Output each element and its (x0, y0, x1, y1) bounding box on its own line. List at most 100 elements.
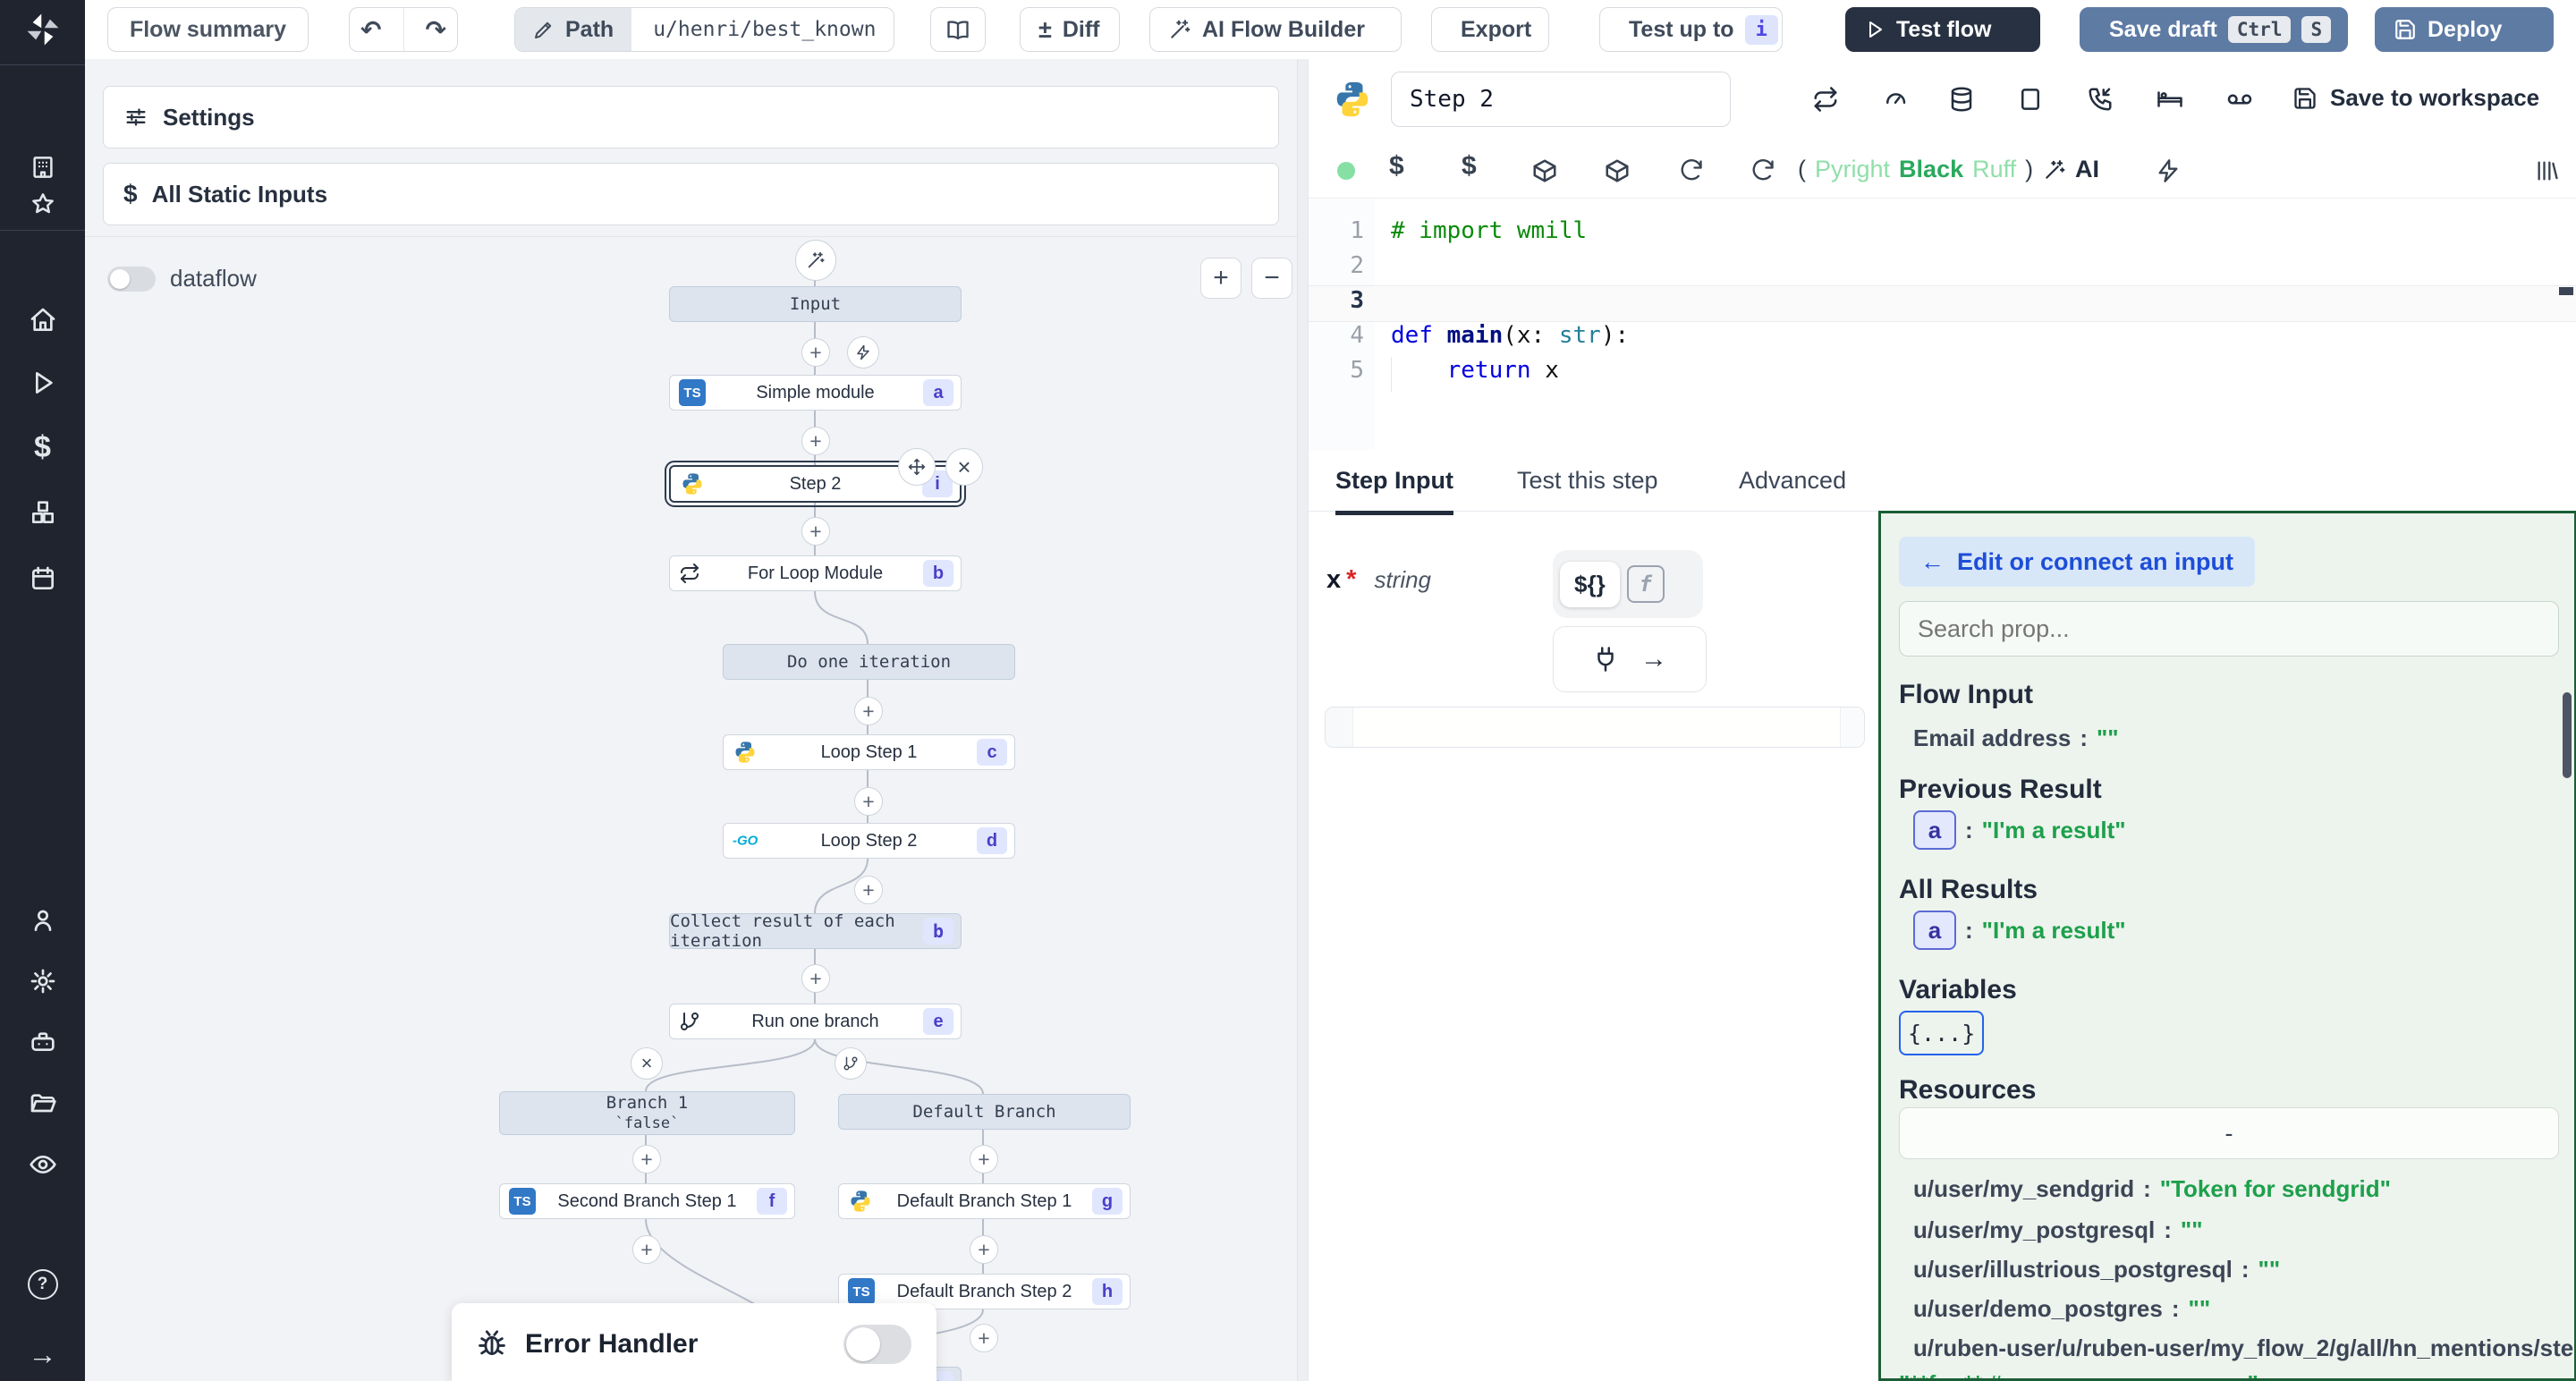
insert-step-button[interactable]: + (854, 787, 883, 816)
dataflow-toggle[interactable] (107, 266, 156, 292)
node-simple-module[interactable]: TS Simple module a (669, 375, 962, 411)
favorites-star-icon[interactable] (0, 184, 85, 224)
insert-step-button[interactable]: + (801, 517, 830, 546)
arg-value-editor[interactable] (1325, 707, 1865, 748)
flow-settings-row[interactable]: Settings (103, 86, 1279, 148)
package-icon[interactable] (1602, 156, 1632, 186)
ai-flow-builder-button[interactable]: AI Flow Builder (1149, 7, 1402, 52)
node-branch-1[interactable]: Branch 1 `false` (499, 1091, 795, 1135)
cache-database-icon[interactable] (1946, 84, 1977, 114)
runs-icon[interactable] (0, 363, 85, 402)
search-prop-input[interactable] (1899, 601, 2559, 657)
help-icon[interactable]: ? (0, 1265, 85, 1304)
zoom-out-button[interactable]: − (1251, 258, 1292, 299)
resource-row[interactable]: u/user/my_postgresql:"" (1913, 1216, 2203, 1243)
previous-result-row[interactable]: a :"I'm a result" (1913, 810, 2126, 850)
node-default-branch-step-1[interactable]: Default Branch Step 1 g (838, 1183, 1131, 1219)
resource-row[interactable]: u/user/demo_postgres:"" (1913, 1295, 2211, 1322)
settings-gear-icon[interactable] (0, 962, 85, 1001)
flow-input-row[interactable]: Email address:"" (1913, 724, 2119, 751)
docs-book-button[interactable] (930, 7, 986, 52)
node-for-loop[interactable]: For Loop Module b (669, 555, 962, 591)
resource-row-value-continuation[interactable]: "**foo** #e we w wewe - ewe ew" (1899, 1370, 2258, 1378)
insert-step-button[interactable]: + (970, 1145, 998, 1173)
panel-scrollbar-thumb[interactable] (2563, 692, 2572, 778)
node-loop-step-2[interactable]: -GO Loop Step 2 d (723, 823, 1015, 859)
package-icon[interactable] (1530, 156, 1560, 186)
ai-graph-wand-button[interactable] (795, 240, 836, 281)
suspend-phone-icon[interactable] (2085, 84, 2115, 114)
tab-step-input[interactable]: Step Input (1335, 450, 1453, 515)
step-id-badge[interactable]: a (1913, 810, 1956, 850)
node-loop-step-1[interactable]: Loop Step 1 c (723, 734, 1015, 770)
reset-code-icon[interactable] (1676, 156, 1707, 186)
undo-button[interactable]: ↶ (360, 15, 382, 44)
workspace-icon[interactable] (0, 148, 85, 187)
reload-icon[interactable] (1748, 156, 1778, 186)
node-input[interactable]: Input (669, 286, 962, 322)
add-branch-button[interactable] (835, 1047, 867, 1080)
export-button[interactable]: Export (1431, 7, 1549, 52)
variables-object-button[interactable]: {...} (1899, 1011, 1985, 1055)
insert-step-button[interactable]: + (854, 876, 883, 904)
concurrency-square-icon[interactable] (2015, 84, 2046, 114)
tab-advanced[interactable]: Advanced (1739, 466, 1847, 494)
expand-rail-icon[interactable]: → (28, 1337, 57, 1370)
tab-test-this-step[interactable]: Test this step (1517, 466, 1658, 494)
save-to-workspace-button[interactable]: Save to workspace (2292, 84, 2539, 112)
resource-select[interactable]: - (1899, 1107, 2559, 1159)
audit-logs-eye-icon[interactable] (0, 1145, 85, 1184)
test-bolt-icon[interactable] (2153, 156, 2183, 186)
node-do-one-iteration[interactable]: Do one iteration (723, 644, 1015, 680)
insert-step-button[interactable]: + (632, 1235, 661, 1264)
folders-icon[interactable] (0, 1084, 85, 1123)
move-step-button[interactable] (898, 448, 936, 486)
add-variable-icon[interactable]: $ (1389, 151, 1404, 181)
remove-branch-button[interactable]: × (631, 1047, 663, 1080)
javascript-mode-button[interactable]: f (1626, 565, 1665, 603)
error-handler-toggle[interactable] (843, 1325, 911, 1364)
diff-button[interactable]: ±Diff (1020, 7, 1120, 52)
code-editor[interactable]: 1 2 3 4 5 # import wmill def main(x: str… (1309, 198, 2576, 451)
all-static-inputs-row[interactable]: $ All Static Inputs (103, 163, 1279, 225)
library-panel-icon[interactable] (2532, 156, 2563, 186)
resources-icon[interactable] (0, 493, 85, 532)
sleep-bed-icon[interactable] (2155, 84, 2185, 114)
node-default-branch[interactable]: Default Branch (838, 1094, 1131, 1130)
insert-step-button[interactable]: + (801, 964, 830, 993)
ai-assist-button[interactable]: AI (2043, 156, 2099, 183)
path-input[interactable]: u/henri/best_known (653, 18, 877, 41)
add-resource-icon[interactable]: $ (1462, 151, 1477, 181)
template-mode-button[interactable]: ${} (1560, 561, 1620, 607)
workers-icon[interactable] (0, 1022, 85, 1062)
early-stop-gauge-icon[interactable] (1880, 84, 1911, 114)
zoom-in-button[interactable]: + (1200, 258, 1241, 299)
apply-arrow-button[interactable]: → (1640, 644, 1667, 674)
users-icon[interactable] (0, 901, 85, 940)
insert-step-button[interactable]: + (801, 427, 830, 455)
insert-step-button[interactable]: + (632, 1145, 661, 1173)
deploy-button[interactable]: Deploy (2375, 7, 2554, 52)
windmill-logo[interactable] (0, 10, 85, 49)
insert-step-button[interactable]: + (970, 1324, 998, 1352)
step-id-badge[interactable]: a (1913, 911, 1956, 950)
trigger-bolt-button[interactable] (847, 336, 879, 369)
node-second-branch-step-1[interactable]: TS Second Branch Step 1 f (499, 1183, 795, 1219)
retries-icon[interactable] (1810, 84, 1841, 114)
edit-or-connect-button[interactable]: ← Edit or connect an input (1899, 537, 2255, 587)
home-icon[interactable] (0, 301, 85, 340)
resource-row[interactable]: u/ruben-user/u/ruben-user/my_flow_2/g/al… (1913, 1334, 2576, 1361)
flow-summary-button[interactable]: Flow summary (107, 7, 309, 52)
schedules-icon[interactable] (0, 559, 85, 598)
node-run-one-branch[interactable]: Run one branch e (669, 1004, 962, 1039)
path-edit-button[interactable]: Path (515, 8, 632, 51)
resource-row[interactable]: u/user/illustrious_postgresql:"" (1913, 1256, 2281, 1283)
step-name-input[interactable]: Step 2 (1391, 72, 1731, 127)
delete-step-button[interactable]: × (945, 448, 983, 486)
variables-icon[interactable]: $ (34, 429, 51, 464)
insert-step-button[interactable]: + (801, 338, 830, 367)
mock-voicemail-icon[interactable] (2224, 84, 2255, 114)
